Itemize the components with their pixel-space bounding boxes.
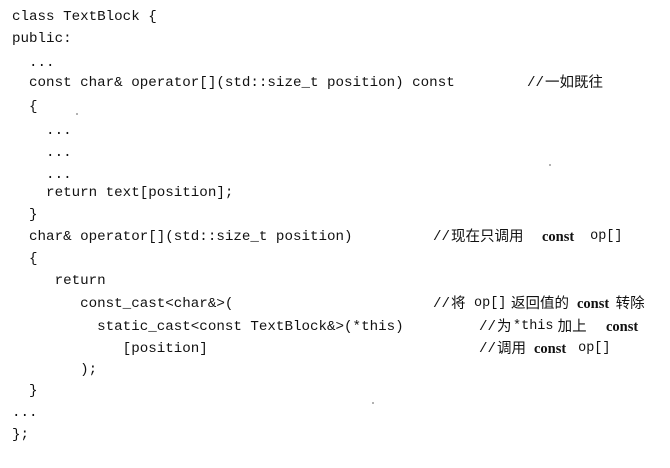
- comment-code: op[]: [474, 296, 507, 311]
- comment-keyword: const: [542, 229, 575, 245]
- code-line-14: const_cast<char&>(: [12, 296, 234, 312]
- comment-text: 一如既往: [545, 75, 603, 91]
- comment-text: 返回值的: [511, 296, 573, 312]
- code-line-3: ...: [12, 55, 55, 71]
- code-line-5: {: [12, 99, 38, 115]
- scan-speck: [76, 113, 78, 115]
- comment-keyword: const: [577, 296, 610, 312]
- comment-text: 将: [451, 296, 470, 312]
- code-line-1: class TextBlock {: [12, 9, 157, 25]
- code-line-16: [position]: [12, 341, 208, 357]
- comment-text: 现在只调用: [451, 229, 528, 245]
- code-line-13: return: [12, 273, 106, 289]
- code-line-20: };: [12, 427, 30, 443]
- code-line-8: ...: [12, 167, 72, 183]
- comment-code: op[]: [570, 341, 611, 356]
- code-line-19: ...: [12, 405, 38, 421]
- comment-text: 调用: [497, 341, 530, 357]
- code-line-9: return text[position];: [12, 185, 234, 201]
- code-line-12: {: [12, 251, 38, 267]
- code-line-4: const char& operator[](std::size_t posit…: [12, 75, 455, 91]
- code-line-7: ...: [12, 145, 72, 161]
- code-line-2: public:: [12, 31, 72, 47]
- comment-slashes: //: [479, 341, 497, 357]
- comment-slashes: //: [479, 319, 497, 335]
- comment-slashes: //: [433, 229, 451, 245]
- comment-code: op[]: [582, 229, 623, 244]
- comment-text: 加上: [554, 319, 591, 335]
- code-line-11: char& operator[](std::size_t position): [12, 229, 353, 245]
- code-line-17: );: [12, 362, 98, 378]
- comment-slashes: //: [433, 296, 451, 312]
- comment-code: *this: [513, 319, 554, 334]
- comment-keyword: const: [534, 341, 567, 357]
- comment-slashes: //: [527, 75, 545, 91]
- scan-speck: [372, 402, 374, 404]
- comment-text: 为: [497, 319, 512, 335]
- code-line-6: ...: [12, 123, 72, 139]
- scan-speck: [549, 164, 551, 166]
- code-line-18: }: [12, 383, 38, 399]
- code-line-10: }: [12, 207, 38, 223]
- code-line-15: static_cast<const TextBlock&>(*this): [12, 319, 404, 335]
- comment-text: 转除: [612, 296, 645, 312]
- comment-keyword: const: [606, 319, 639, 335]
